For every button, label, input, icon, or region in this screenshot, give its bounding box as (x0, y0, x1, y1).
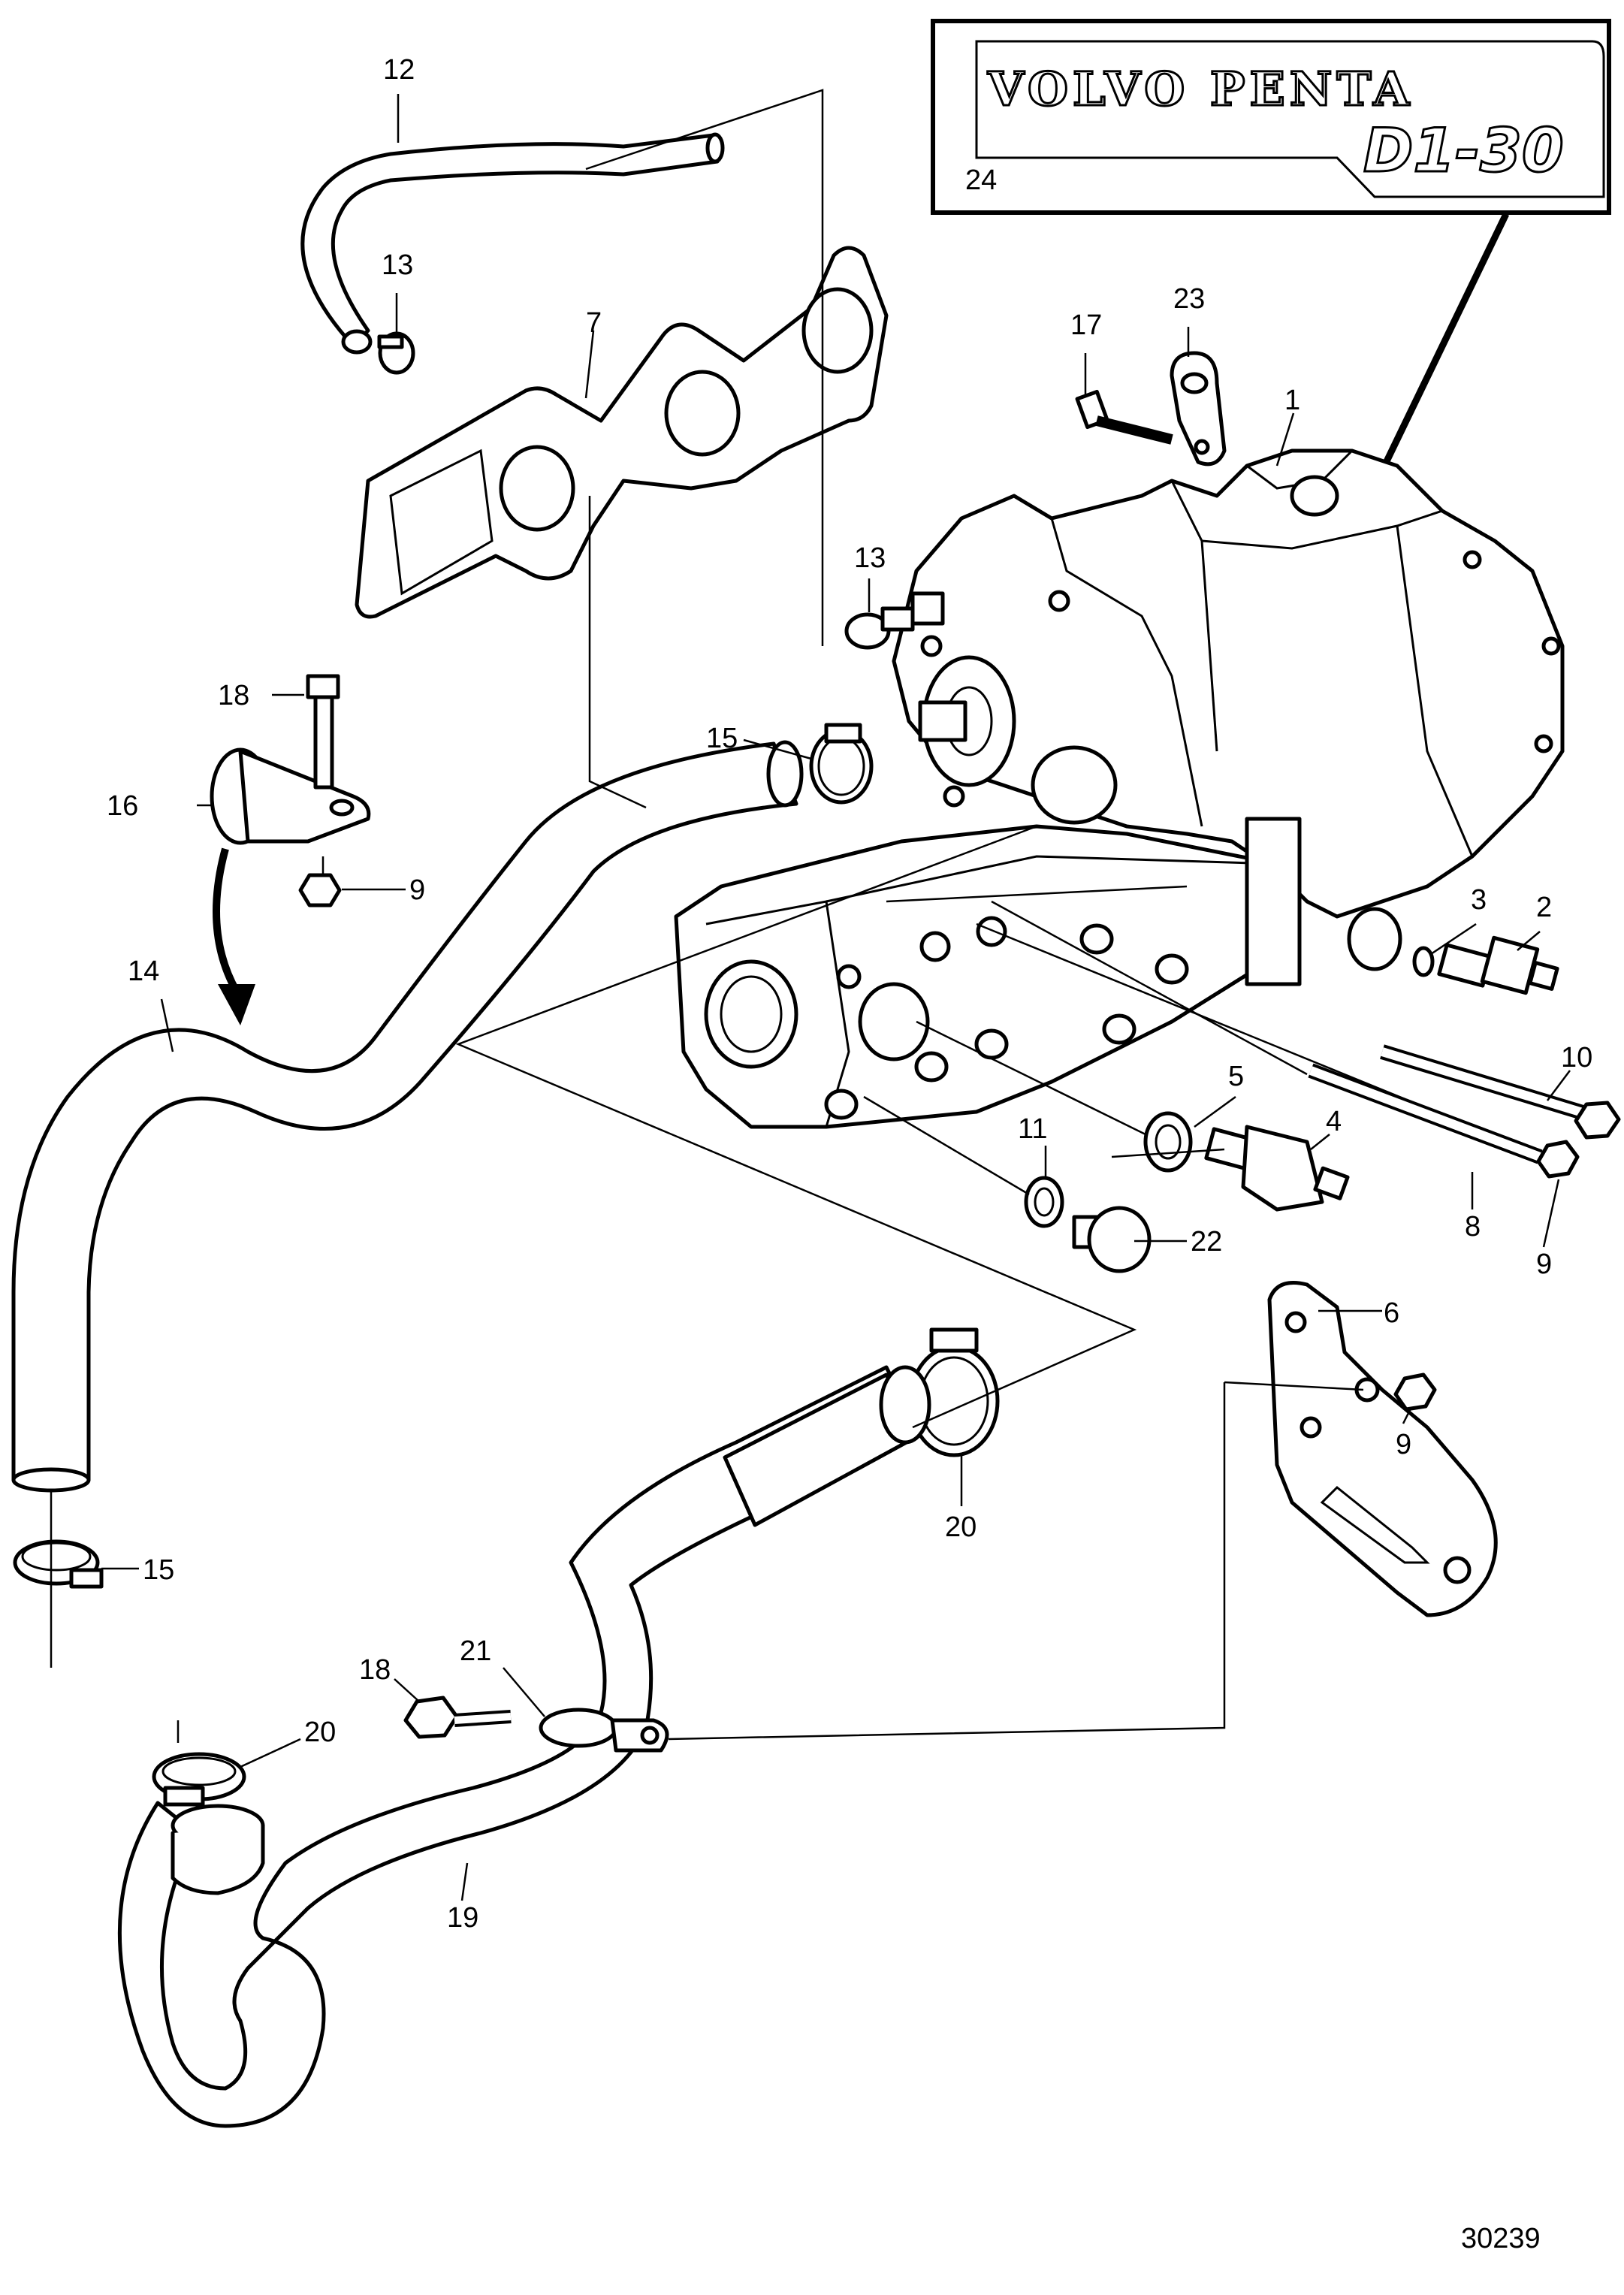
label-21: 21 (460, 1635, 491, 1667)
label-2: 2 (1536, 892, 1552, 923)
gasket-7 (355, 246, 889, 619)
label-23: 23 (1173, 283, 1205, 315)
heat-exchanger-1 (892, 448, 1565, 919)
label-9-bracket: 9 (1396, 1429, 1411, 1460)
label-22: 22 (1191, 1226, 1222, 1258)
label-leader-lines (101, 94, 1571, 1901)
bolt-17 (1075, 389, 1173, 445)
clamp-15-upper (809, 723, 874, 805)
label-20-lower: 20 (304, 1717, 336, 1748)
bracket-16 (210, 747, 371, 845)
label-15-lower: 15 (143, 1554, 174, 1586)
label-20-upper: 20 (945, 1511, 977, 1543)
label-19: 19 (447, 1902, 478, 1934)
nut-9-right (1536, 1140, 1580, 1179)
label-15-upper: 15 (706, 723, 738, 754)
label-5: 5 (1228, 1061, 1244, 1092)
drawing-number: 30239 (1461, 2223, 1541, 2254)
label-18-upper: 18 (218, 680, 249, 711)
stud-8 (1308, 1063, 1543, 1164)
label-8: 8 (1465, 1211, 1481, 1243)
arrow-head-icon (218, 984, 255, 1025)
plate-23 (1170, 351, 1227, 467)
label-7: 7 (586, 307, 602, 339)
washer-11 (1024, 1176, 1064, 1228)
clamp-13-upper (377, 331, 415, 375)
label-17: 17 (1070, 310, 1102, 341)
label-18-lower: 18 (359, 1654, 391, 1686)
label-14: 14 (128, 956, 159, 987)
curved-arrow-icon (213, 847, 240, 994)
bolt-18-upper (306, 674, 340, 790)
callout-labels: 12 13 7 17 23 1 13 18 15 16 9 14 3 2 10 … (107, 54, 1592, 2254)
clamp-21 (539, 1708, 669, 1753)
washer-5 (1143, 1111, 1193, 1173)
assembly-reference-lines (50, 89, 1428, 1743)
stud-10 (1380, 1044, 1621, 1140)
plug-22 (1072, 1206, 1152, 1273)
label-1: 1 (1284, 385, 1300, 416)
label-9-right: 9 (1536, 1249, 1552, 1280)
label-13-upper: 13 (382, 249, 413, 281)
label-9-left: 9 (409, 874, 425, 906)
emblem-ref-label: 24 (965, 165, 997, 196)
nut-9-bracket (1393, 1372, 1437, 1412)
label-12: 12 (383, 54, 415, 86)
clamp-20-lower (152, 1752, 246, 1807)
label-16: 16 (107, 790, 138, 822)
clamp-13-middle (844, 591, 945, 650)
sensor-2 (1437, 935, 1559, 995)
pipe-19 (117, 1365, 931, 2128)
label-10: 10 (1561, 1042, 1592, 1074)
hose-12 (300, 132, 725, 355)
hose-14 (11, 740, 804, 1493)
clamp-15-lower (13, 1539, 104, 1589)
label-3: 3 (1471, 884, 1487, 916)
washer-3 (1412, 946, 1435, 977)
nut-9-left (298, 873, 342, 907)
label-11: 11 (1018, 1113, 1047, 1145)
emblem-model: D1-30 (1363, 116, 1564, 186)
label-4: 4 (1326, 1106, 1342, 1137)
label-6: 6 (1384, 1297, 1399, 1329)
exchanger-lower-block (674, 817, 1402, 1129)
bolt-18-lower (403, 1696, 512, 1739)
label-13-middle: 13 (854, 542, 886, 574)
emblem-brand: VOLVO PENTA (987, 62, 1414, 116)
sensor-4 (1204, 1125, 1350, 1212)
bracket-6 (1267, 1281, 1498, 1617)
